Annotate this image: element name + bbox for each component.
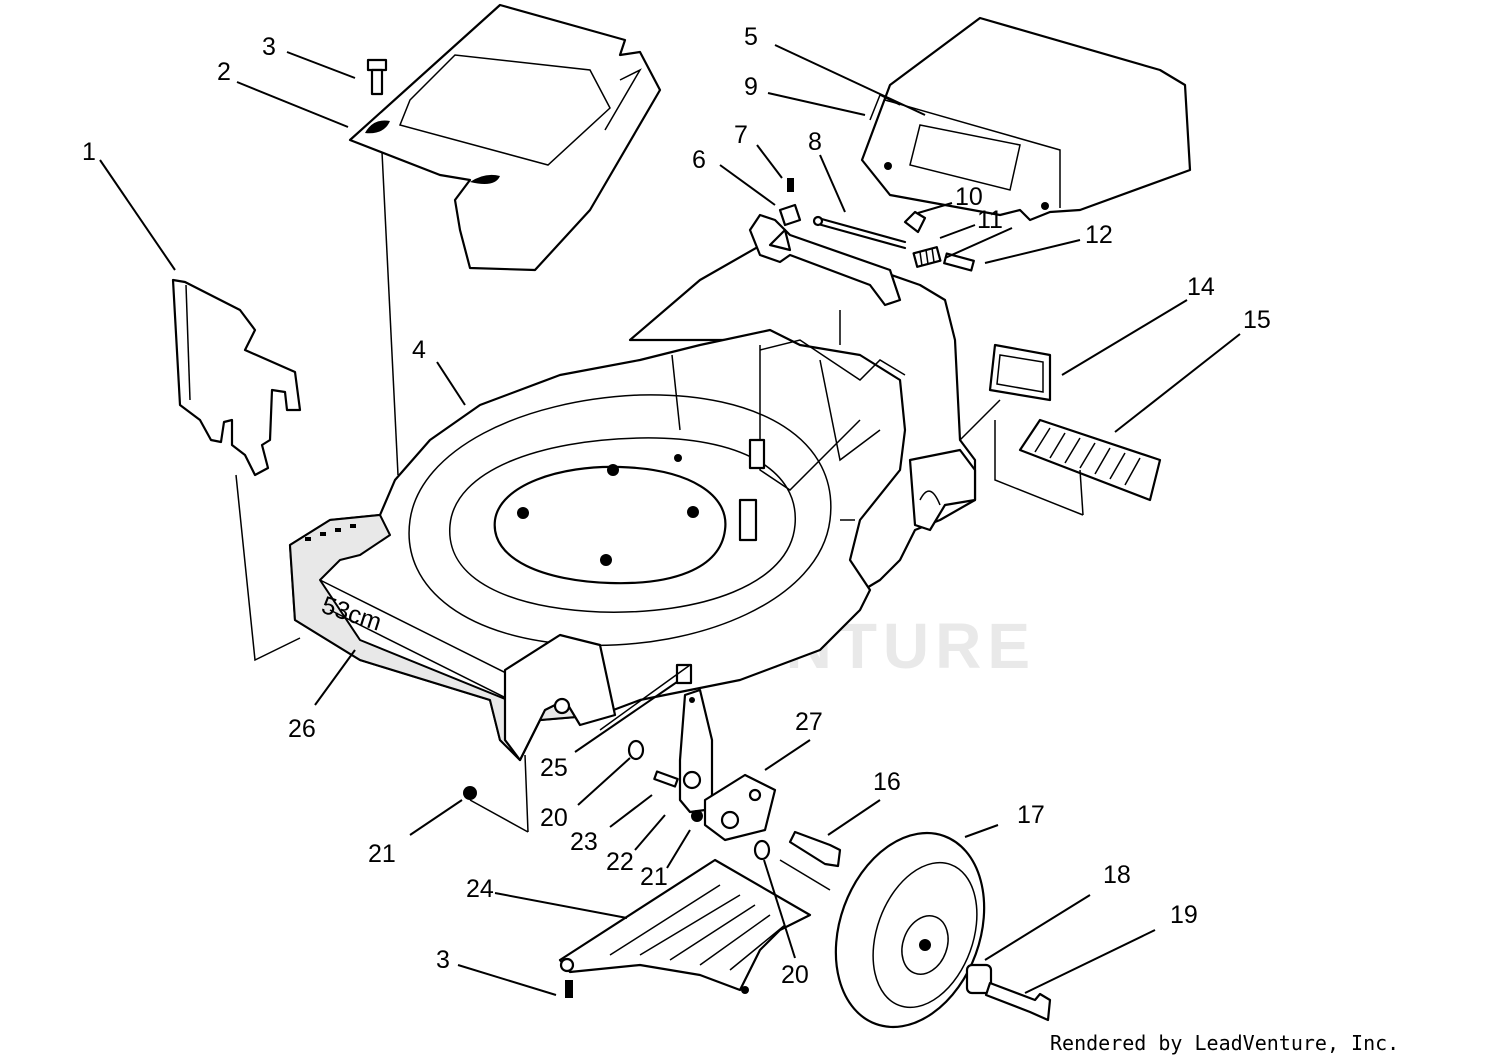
callout-6: 6 xyxy=(692,146,706,174)
callout-3: 3 xyxy=(262,33,276,61)
part-25-clip xyxy=(675,663,693,685)
part-19-shoulder-bolt xyxy=(984,981,1052,1022)
part-10-clip xyxy=(903,210,927,234)
callout-23: 23 xyxy=(570,828,598,856)
callout-25: 25 xyxy=(540,754,568,782)
callout-20: 20 xyxy=(781,961,809,989)
leader-lines xyxy=(99,44,1241,996)
callout-27: 27 xyxy=(795,708,823,736)
part-7-screw xyxy=(787,178,794,192)
part-3-bolt-top xyxy=(366,58,388,96)
part-8-hinge-rod xyxy=(812,215,907,250)
part-1-side-deflector xyxy=(171,278,302,477)
callout-24: 24 xyxy=(466,875,494,903)
assembly-guide-lines xyxy=(235,151,1084,891)
callout-9: 9 xyxy=(744,73,758,101)
callout-12: 12 xyxy=(1085,221,1113,249)
part-20-washer-upper xyxy=(627,739,645,761)
callout-17: 17 xyxy=(1017,801,1045,829)
callout-11: 11 xyxy=(977,206,1003,234)
part-11-spring xyxy=(912,246,942,268)
callout-labels: 1 2 3 3 4 5 6 7 8 9 10 11 12 14 15 16 17… xyxy=(82,23,1271,989)
callout-14: 14 xyxy=(1187,273,1215,301)
part-23-bolt xyxy=(653,770,679,788)
part-6-hinge-bracket xyxy=(748,203,902,307)
render-credit: Rendered by LeadVenture, Inc. xyxy=(1050,1031,1400,1055)
part-20-washer-lower xyxy=(753,839,771,861)
part-18-bushing xyxy=(965,963,993,995)
part-24-rear-flap xyxy=(558,858,812,994)
callout-16: 16 xyxy=(873,768,901,796)
callout-3: 3 xyxy=(436,946,450,974)
callout-5: 5 xyxy=(744,23,758,51)
part-17-wheel xyxy=(834,831,986,1029)
callout-20: 20 xyxy=(540,804,568,832)
part-2-top-cover xyxy=(348,3,662,272)
callout-4: 4 xyxy=(412,336,426,364)
callout-19: 19 xyxy=(1170,901,1198,929)
callout-22: 22 xyxy=(606,848,634,876)
callout-2: 2 xyxy=(217,58,231,86)
callout-10: 10 xyxy=(955,183,983,211)
part-14-plate xyxy=(988,343,1052,402)
callout-8: 8 xyxy=(808,128,822,156)
part-21-nut-left xyxy=(463,786,477,800)
callout-18: 18 xyxy=(1103,861,1131,889)
callout-21: 21 xyxy=(640,863,668,891)
part-15-grille xyxy=(1018,418,1162,502)
part-27-wheel-carrier xyxy=(703,773,777,842)
part-21-nut-upper xyxy=(691,810,703,822)
part-3-bolt-bottom xyxy=(565,980,573,998)
callout-21: 21 xyxy=(368,840,396,868)
callout-7: 7 xyxy=(734,121,748,149)
callout-26: 26 xyxy=(288,715,316,743)
part-9-rear-door-bag xyxy=(860,16,1192,222)
part-4-deck-housing: 53cm xyxy=(288,238,977,762)
part-16-axle-bolt xyxy=(788,830,842,868)
callout-1: 1 xyxy=(82,138,96,166)
callout-15: 15 xyxy=(1243,306,1271,334)
part-height-bracket xyxy=(678,688,714,814)
